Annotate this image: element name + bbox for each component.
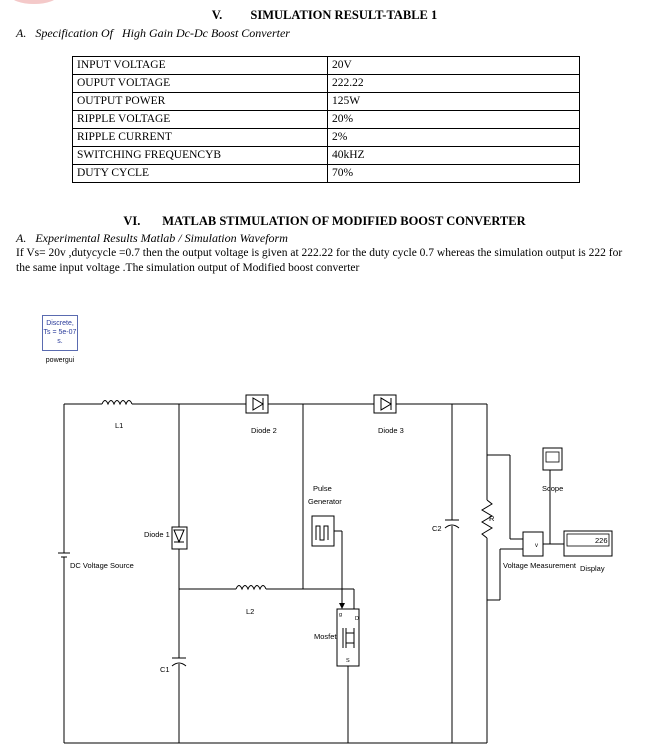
display-screen: [566, 533, 610, 547]
spec-subheading: A. Specification Of High Gain Dc-Dc Boos…: [16, 26, 290, 40]
spec-param: OUTPUT POWER: [72, 92, 328, 111]
page-corner-decoration: [10, 0, 58, 4]
pulse-waveform-icon: [315, 525, 329, 541]
label-l1: L1: [115, 421, 123, 430]
display-value: 226: [595, 536, 608, 545]
results-paragraph: If Vs= 20v ,dutycycle =0.7 then the outp…: [16, 247, 623, 274]
powergui-block[interactable]: Discrete, Ts = 5e-07 s.: [42, 315, 78, 351]
spec-value: 70%: [327, 164, 580, 183]
inductor-l1[interactable]: [101, 400, 133, 406]
label-diode-3: Diode 3: [378, 426, 404, 435]
mosfet-port-d: D: [355, 616, 359, 622]
diode-1-symbol: [173, 529, 185, 544]
powergui-mode: Discrete,: [46, 320, 74, 327]
label-diode-2: Diode 2: [251, 426, 277, 435]
label-voltage-measurement: Voltage Measurement: [503, 561, 577, 570]
spec-param: DUTY CYCLE: [72, 164, 328, 183]
label-c2: C2: [432, 524, 442, 533]
label-dc-source: DC Voltage Source: [70, 561, 134, 570]
label-r: R: [489, 514, 495, 523]
section-heading-results: V. SIMULATION RESULT-TABLE 1: [211, 8, 438, 22]
label-mosfet: Mosfet: [314, 632, 337, 641]
diode-3-symbol: [380, 397, 392, 411]
powergui-label: powergui: [45, 357, 75, 364]
label-l2: L2: [246, 607, 254, 616]
c1-plate-bottom[interactable]: [171, 662, 187, 667]
label-display: Display: [580, 564, 605, 573]
spec-param: INPUT VOLTAGE: [72, 56, 328, 75]
label-scope: Scope: [542, 484, 563, 493]
mosfet-port-s: S: [346, 658, 350, 664]
pulse-generator-block[interactable]: [311, 515, 335, 547]
section-heading-matlab: VI. MATLAB STIMULATION OF MODIFIED BOOST…: [123, 214, 526, 228]
inductor-l2[interactable]: [235, 585, 267, 591]
voltage-measurement-block[interactable]: [522, 531, 544, 557]
scope-screen-icon: [545, 451, 560, 463]
results-subheading: A. Experimental Results Matlab / Simulat…: [16, 231, 288, 245]
c2-plate-bottom[interactable]: [444, 524, 460, 529]
resistor-r[interactable]: [481, 499, 493, 539]
diode-2-symbol: [252, 397, 264, 411]
label-pulse-line1: Pulse: [313, 484, 332, 493]
label-c1: C1: [160, 665, 170, 674]
powergui-sample-time: Ts = 5e-07 s.: [43, 329, 77, 345]
mosfet-port-g: g: [339, 612, 342, 618]
vm-port-label: v: [535, 543, 538, 549]
gate-arrow: [339, 603, 345, 609]
label-pulse-line2: Generator: [308, 497, 342, 506]
label-diode-1: Diode 1: [144, 530, 170, 539]
